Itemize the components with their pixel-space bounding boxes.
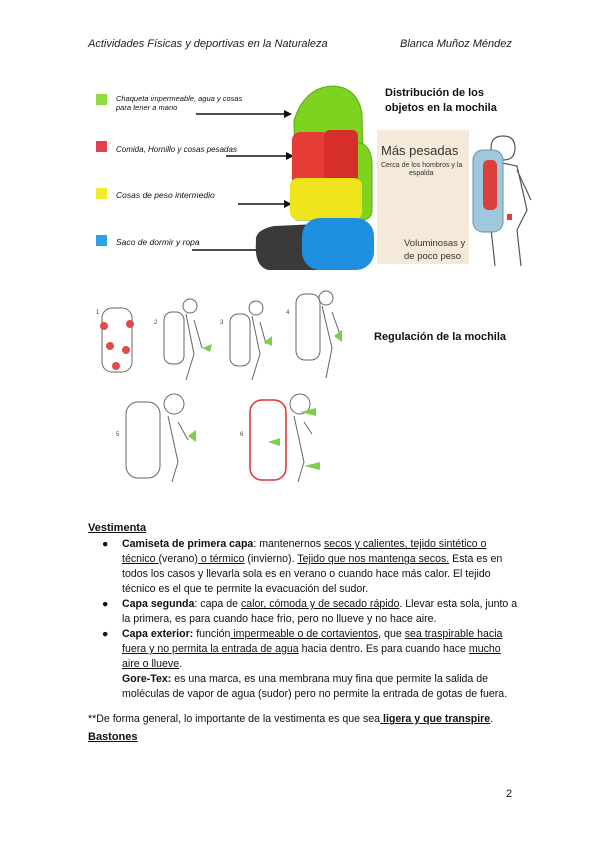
list-item-underlined: mucho aire o llueve: [122, 643, 501, 670]
inset-bottom-line2: de poco peso: [404, 251, 462, 262]
legend-swatch-green: [96, 94, 107, 105]
list-item: ● Capa segunda: capa de calor, cómoda y …: [88, 597, 520, 627]
note-emphasis: ligera y que transpire: [380, 713, 491, 725]
figure1-caption-line2: objetos en la mochila: [385, 102, 497, 114]
list-item-text: : mantenernos: [253, 538, 324, 550]
step-number-3: 3: [220, 320, 224, 326]
inset-subtitle-line1: Cerca de los hombros y la: [381, 162, 463, 169]
step-number-2: 2: [154, 320, 158, 326]
list-item-underlined: sea traspirable hacia fuera y no permita…: [122, 628, 503, 655]
header-left: Actividades Físicas y deportivas en la N…: [88, 38, 328, 50]
inset-subtitle-line2: espalda: [409, 170, 434, 177]
list-item: ● Capa exterior: función impermeable o d…: [88, 627, 520, 702]
note-text: **De forma general, lo importante de la …: [88, 713, 381, 725]
step-number-4: 4: [286, 310, 290, 316]
list-item-title: Capa segunda: [122, 598, 195, 610]
gore-tex-note: Gore-Tex: es una marca, es una membrana …: [122, 672, 520, 702]
note-text-end: .: [490, 713, 494, 725]
backpack-distribution-figure: [88, 80, 378, 280]
figure1-caption-line1: Distribución de los: [385, 87, 485, 99]
bullet-icon: ●: [102, 598, 109, 610]
list-item-text: Esta es en todos los casos y llevarla so…: [122, 553, 503, 595]
list-item-text: : capa de: [194, 598, 241, 610]
page-number: 2: [506, 788, 513, 800]
figure2-caption: Regulación de la mochila: [374, 331, 507, 343]
bullet-icon: ●: [102, 628, 109, 640]
legend-swatch-red: [96, 141, 107, 152]
list-item-underlined: secos y calientes, tejido sintético o té…: [122, 538, 487, 565]
list-item-text: .: [179, 658, 183, 670]
list-item-title: Camiseta de primera capa: [122, 538, 254, 550]
gore-tex-text: es una marca, es una membrana muy fina q…: [122, 673, 508, 700]
list-item-text: hacia dentro. Es para cuando hace: [298, 643, 469, 655]
list-item-text: (invierno).: [244, 553, 298, 565]
vestimenta-list: ● Camiseta de primera capa: mantenernos …: [88, 537, 520, 702]
header-right: Blanca Muñoz Méndez: [400, 38, 512, 50]
gore-tex-title: Gore-Tex:: [122, 673, 172, 685]
inset-bottom-line1: Voluminosas y: [404, 238, 466, 249]
list-item-text: , que: [378, 628, 405, 640]
list-item-underlined: o térmico: [197, 553, 245, 565]
figure1-caption: Distribución de los objetos en la mochil…: [385, 86, 497, 116]
inset-bottom-label: Voluminosas y de poco peso: [404, 237, 465, 263]
step-number-1: 1: [96, 310, 100, 316]
bullet-icon: ●: [102, 538, 109, 550]
section-heading-bastones: Bastones: [88, 731, 138, 743]
weight-placement-inset: [377, 130, 537, 270]
legend-swatch-yellow: [96, 188, 107, 199]
inset-subtitle: Cerca de los hombros y la espalda: [381, 162, 462, 178]
list-item-text: . Llevar esta sola, junto a la primera, …: [122, 598, 518, 625]
legend-label-red: Comida, Hornillo y cosas pesadas: [116, 145, 237, 154]
section-heading-vestimenta: Vestimenta: [88, 522, 147, 534]
legend-label-yellow: Cosas de peso intermedio: [116, 190, 215, 200]
step-number-6: 6: [240, 432, 244, 438]
inset-title: Más pesadas: [381, 143, 459, 158]
list-item: ● Camiseta de primera capa: mantenernos …: [88, 537, 520, 597]
list-item-text: (verano): [158, 553, 198, 565]
legend-label-green: Chaqueta impermeable, agua y cosas para …: [116, 94, 243, 112]
list-item-text: función: [193, 628, 231, 640]
list-item-title: Capa exterior:: [122, 628, 194, 640]
legend-label-blue: Saco de dormir y ropa: [116, 237, 200, 247]
step-number-5: 5: [116, 432, 120, 438]
backpack-adjustment-figure: 1 2 3 4 5 6: [90, 284, 360, 484]
list-item-underlined: Tejido que nos mantenga secos.: [297, 553, 450, 565]
vestimenta-note: **De forma general, lo importante de la …: [88, 712, 528, 727]
legend-swatch-blue: [96, 235, 107, 246]
list-item-underlined: impermeable o de cortavientos: [230, 628, 379, 640]
list-item-underlined: calor, cómoda y de secado rápido: [240, 598, 400, 610]
